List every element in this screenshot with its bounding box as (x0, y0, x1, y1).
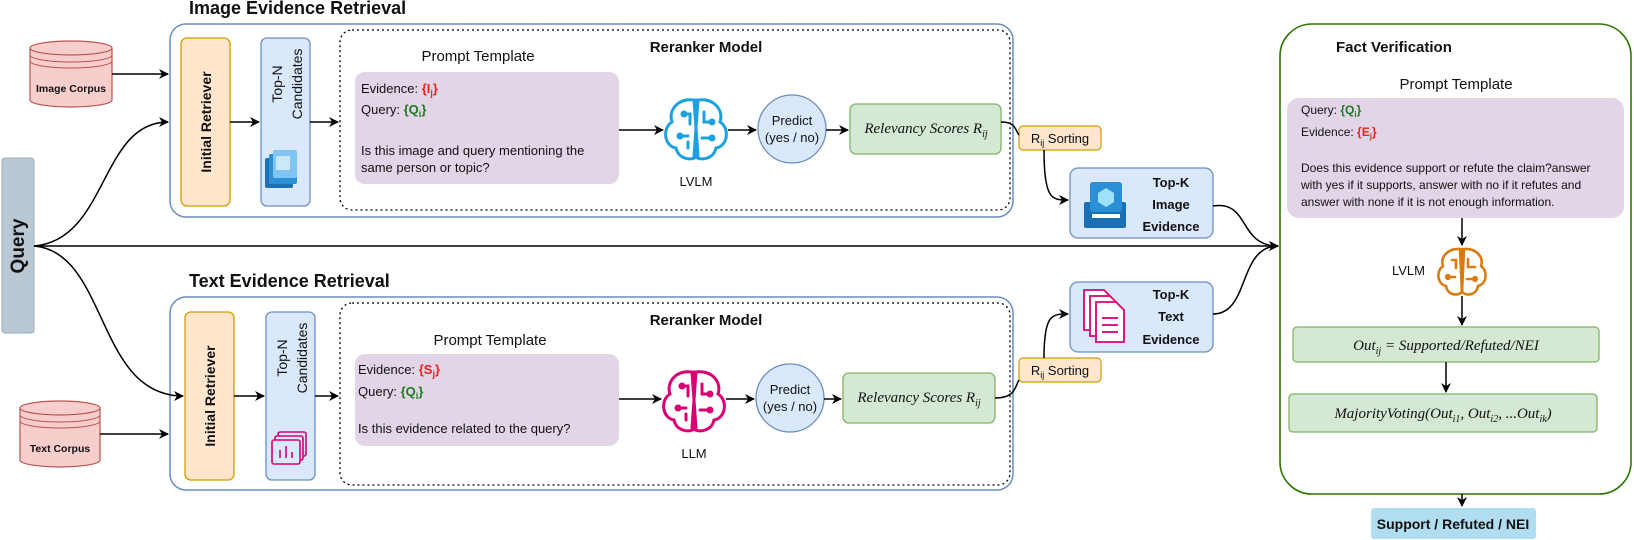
text-candidates-line1: Top-N (274, 339, 290, 376)
text-candidates-line2: Candidates (294, 323, 310, 394)
image-topk-to-fv (1212, 204, 1279, 251)
image-predict-line1: Predict (772, 113, 813, 128)
image-prompt-box (355, 72, 619, 184)
image-prompt-evidence: Evidence: {Ij} (361, 81, 438, 98)
image-candidates-line2: Candidates (289, 49, 305, 120)
fv-voting-box (1288, 393, 1598, 433)
image-sorting-label: Rij Sorting (1031, 131, 1089, 148)
text-prompt-template-title: Prompt Template (433, 332, 546, 349)
text-sorting-label: Rij Sorting (1031, 363, 1089, 380)
text-sorting-to-topk (1043, 309, 1069, 359)
text-reranker-title: Reranker Model (650, 312, 763, 329)
image-lvlm-brain-icon (664, 98, 728, 161)
image-prompt-query: Query: {Qi} (361, 102, 426, 119)
query-to-image-retriever-arrow (33, 117, 169, 247)
text-corpus-label: Text Corpus (30, 443, 91, 455)
image-initial-retriever-label: Initial Retriever (198, 71, 214, 173)
fv-prompt-question-1: Does this evidence support or refute the… (1301, 161, 1590, 175)
query-to-text-retriever-arrow (33, 245, 184, 401)
image-sorting-box (1018, 125, 1102, 151)
fact-verification-title: Fact Verification (1336, 39, 1452, 56)
text-predict-node (755, 363, 825, 433)
image-reranker-title: Reranker Model (650, 39, 763, 56)
image-predict-node (757, 94, 827, 164)
final-output-label: Support / Refuted / NEI (1377, 516, 1529, 532)
text-topk-to-fv (1212, 245, 1279, 315)
image-scores-label: Relevancy Scores Rij (863, 121, 987, 140)
text-predict-line1: Predict (770, 382, 811, 397)
fv-prompt-template-title: Prompt Template (1399, 76, 1512, 93)
text-section-title: Text Evidence Retrieval (189, 271, 390, 291)
connectors (33, 69, 1467, 507)
image-topk-line3: Evidence (1142, 219, 1199, 234)
text-initial-retriever-label: Initial Retriever (202, 345, 218, 447)
query-label: Query (8, 218, 29, 273)
text-prompt-evidence: Evidence: {Sj} (358, 362, 440, 379)
image-prompt-template-title: Prompt Template (421, 48, 534, 65)
text-model-label: LLM (681, 446, 706, 461)
image-model-label: LVLM (680, 174, 713, 189)
text-prompt-query: Query: {Qi} (358, 384, 423, 401)
text-topk-line3: Evidence (1142, 332, 1199, 347)
text-topk-line1: Top-K (1153, 287, 1190, 302)
image-topk-line1: Top-K (1153, 175, 1190, 190)
text-sorting-box (1018, 357, 1102, 383)
fv-prompt-question-3: answer with none if it is not enough inf… (1301, 195, 1554, 209)
text-topk-icon (1083, 289, 1125, 343)
image-candidates-icon (265, 150, 297, 188)
image-prompt-question-1: Is this image and query mentioning the (361, 143, 584, 158)
text-topk-line2: Text (1158, 309, 1184, 324)
final-output-box (1371, 508, 1536, 539)
text-prompt-box (355, 354, 619, 446)
image-sorting-to-topk (1043, 149, 1069, 205)
text-candidates-icon (271, 431, 307, 465)
text-predict-line2: (yes / no) (763, 399, 817, 414)
fv-prompt-evidence: Evidence: {Ej} (1301, 125, 1377, 141)
fv-voting-formula: MajorityVoting(Outi1, Outi2, ...Outik) (1333, 406, 1551, 425)
image-candidates-line1: Top-N (269, 65, 285, 102)
fv-output-formula: Outij = Supported/Refuted/NEI (1353, 338, 1540, 357)
image-section-title: Image Evidence Retrieval (189, 0, 406, 18)
text-scores-to-sorting (994, 379, 1020, 399)
image-predict-line2: (yes / no) (765, 130, 819, 145)
text-reranker-container (339, 302, 1011, 486)
fv-lvlm-brain-icon (1437, 247, 1487, 296)
image-scores-box (849, 103, 1002, 155)
text-scores-label: Relevancy Scores Rij (856, 390, 980, 409)
text-prompt-question-1: Is this evidence related to the query? (358, 421, 570, 436)
fv-prompt-query: Query: {Qi} (1301, 103, 1362, 119)
image-scores-to-sorting (1000, 121, 1020, 136)
fv-prompt-box (1287, 98, 1624, 218)
image-topk-icon (1084, 182, 1126, 228)
text-corpus: Text Corpus (19, 400, 101, 468)
image-corpus-label: Image Corpus (36, 83, 106, 95)
image-prompt-question-2: same person or topic? (361, 160, 490, 175)
text-llm-brain-icon (662, 370, 726, 433)
image-topk-line2: Image (1152, 197, 1190, 212)
fv-model-label: LVLM (1392, 263, 1425, 278)
image-corpus: Image Corpus (29, 40, 113, 108)
fv-prompt-question-2: with yes if it supports, answer with no … (1300, 178, 1581, 192)
